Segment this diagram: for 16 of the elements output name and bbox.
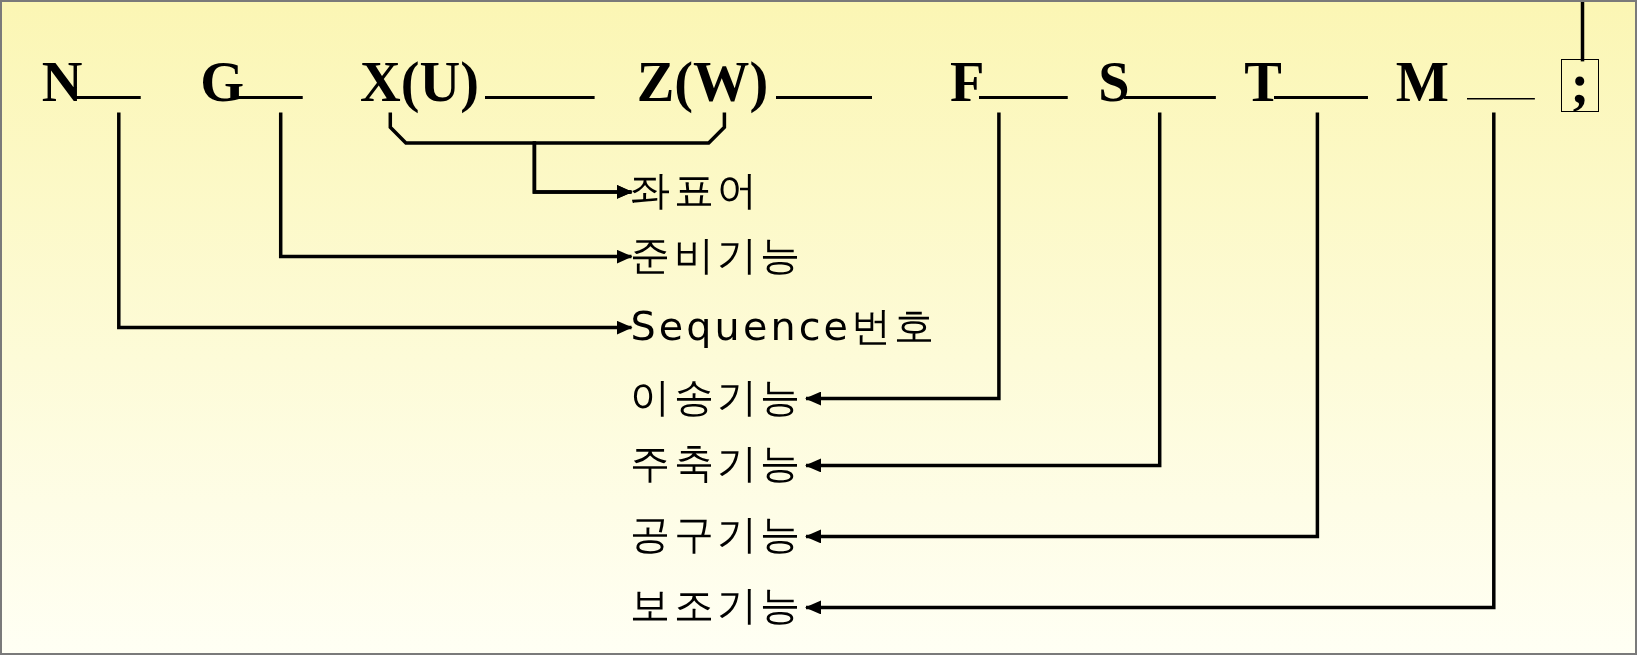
arrow [117, 112, 633, 335]
function-label: 좌표어 [630, 165, 760, 214]
end-of-block-sign: ; [1560, 59, 1600, 112]
function-label: 보조기능 [630, 581, 803, 630]
arrow [532, 112, 727, 199]
arrow [805, 112, 1001, 406]
function-label: 공구기능 [630, 510, 803, 559]
arrow [805, 112, 1320, 544]
function-label: 주축기능 [630, 439, 803, 488]
arrow [805, 112, 1496, 615]
function-label: 준비기능 [630, 230, 803, 279]
arrow [278, 112, 633, 264]
function-label: Sequence번호 [630, 301, 938, 350]
function-label: 이송기능 [630, 372, 803, 421]
arrow [805, 112, 1162, 473]
connector-line [1580, 2, 1585, 62]
